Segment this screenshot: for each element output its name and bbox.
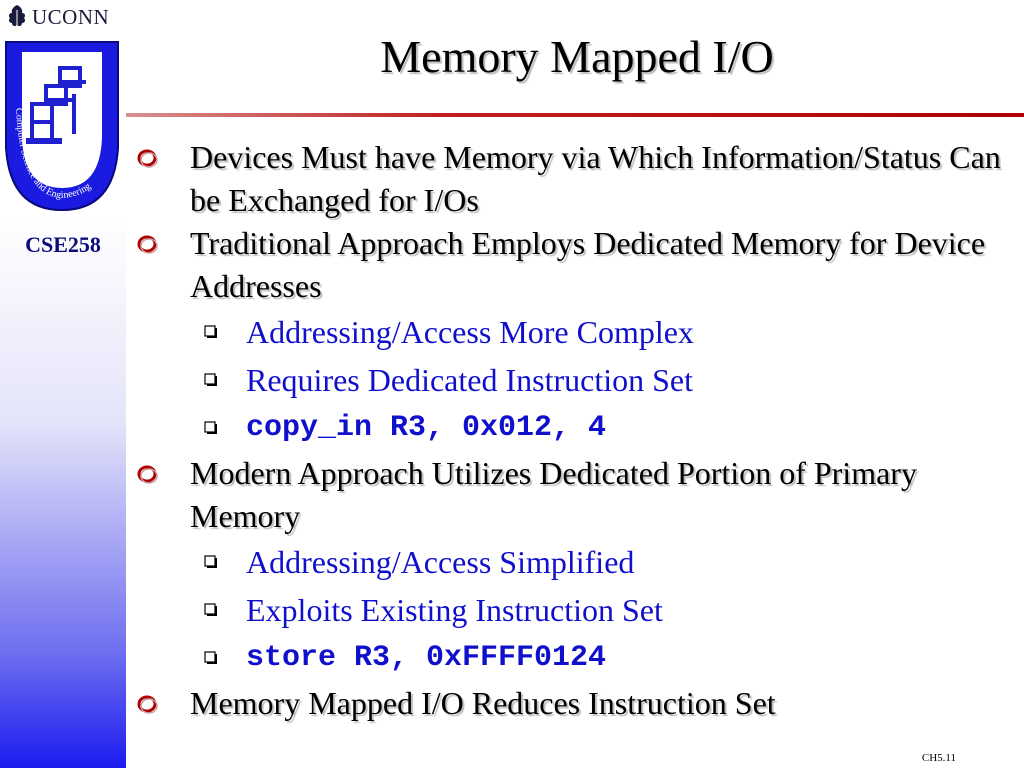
bullet-text: Traditional Approach Employs Dedicated M… bbox=[190, 225, 986, 304]
square-bullet-icon bbox=[204, 651, 217, 664]
cse-logo: Computer Science and Engineering bbox=[2, 38, 122, 214]
sub-bullet-item: Exploits Existing Instruction Set bbox=[130, 586, 1020, 634]
bullet-text: Addressing/Access More Complex bbox=[246, 314, 694, 350]
sub-bullet-item: Addressing/Access More Complex bbox=[130, 308, 1020, 356]
bullet-item: Memory Mapped I/O Reduces Instruction Se… bbox=[130, 682, 1020, 725]
bullet-text: Addressing/Access Simplified bbox=[246, 544, 635, 580]
bullet-item: Traditional Approach Employs Dedicated M… bbox=[130, 222, 1020, 308]
sub-bullet-item: copy_in R3, 0x012, 4 bbox=[130, 404, 1020, 452]
oak-leaf-icon bbox=[8, 5, 26, 29]
bullet-item: Modern Approach Utilizes Dedicated Porti… bbox=[130, 452, 1020, 538]
sub-bullet-item: Addressing/Access Simplified bbox=[130, 538, 1020, 586]
circle-bullet-icon bbox=[137, 149, 158, 168]
uconn-header: UCONN bbox=[6, 4, 109, 30]
sub-bullet-item: Requires Dedicated Instruction Set bbox=[130, 356, 1020, 404]
bullet-text: Requires Dedicated Instruction Set bbox=[246, 362, 693, 398]
bullet-text: store R3, 0xFFFF0124 bbox=[246, 641, 607, 675]
bullet-text: Modern Approach Utilizes Dedicated Porti… bbox=[190, 455, 917, 534]
page-number: CH5.11 bbox=[921, 752, 956, 764]
bullet-text: Devices Must have Memory via Which Infor… bbox=[190, 139, 1001, 218]
course-code: CSE258 bbox=[25, 232, 101, 257]
sub-bullet-item: store R3, 0xFFFF0124 bbox=[130, 634, 1020, 682]
circle-bullet-icon bbox=[137, 235, 158, 254]
circle-bullet-icon bbox=[137, 465, 158, 484]
title-divider bbox=[126, 113, 1024, 117]
slide-title: Memory Mapped I/O bbox=[380, 31, 774, 82]
bullet-item: Devices Must have Memory via Which Infor… bbox=[130, 136, 1020, 222]
bullet-text: copy_in R3, 0x012, 4 bbox=[246, 411, 607, 445]
square-bullet-icon bbox=[204, 325, 217, 338]
uconn-wordmark: UCONN bbox=[32, 4, 110, 29]
square-bullet-icon bbox=[204, 421, 217, 434]
bullet-text: Exploits Existing Instruction Set bbox=[246, 592, 663, 628]
circle-bullet-icon bbox=[137, 695, 158, 714]
square-bullet-icon bbox=[204, 373, 217, 386]
bullet-list: Devices Must have Memory via Which Infor… bbox=[130, 136, 1020, 725]
bullet-text: Memory Mapped I/O Reduces Instruction Se… bbox=[190, 685, 776, 721]
square-bullet-icon bbox=[204, 603, 217, 616]
square-bullet-icon bbox=[204, 555, 217, 568]
